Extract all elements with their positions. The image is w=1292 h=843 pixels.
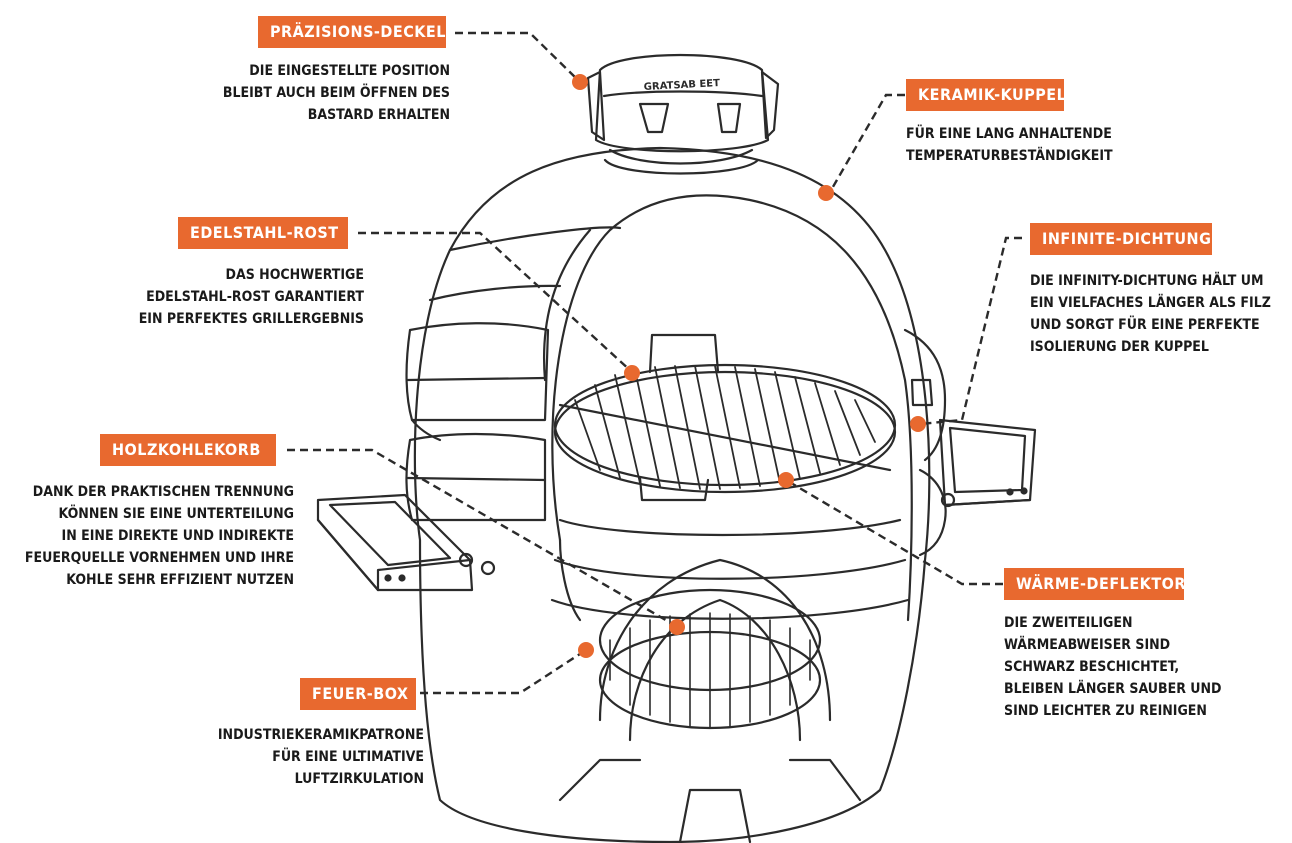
- left-handle: [316, 493, 474, 592]
- grill-body-outline: [413, 146, 931, 843]
- leader-edelstahl-rost: [358, 231, 633, 373]
- marker-feuer-box: [578, 642, 594, 658]
- label-praezisions-deckel: PRÄZISIONS-DECKEL: [258, 16, 446, 48]
- leader-praezisions-deckel: [455, 31, 581, 83]
- band-ring-middle: [405, 432, 547, 522]
- label-keramik-kuppel: KERAMIK-KUPPEL: [906, 79, 1066, 111]
- leader-holzkohlekorb: [287, 448, 677, 628]
- desc-praezisions-deckel: DIE EINGESTELLTE POSITION BLEIBT AUCH BE…: [222, 63, 450, 123]
- marker-holzkohlekorb: [669, 619, 685, 635]
- leader-feuer-box: [420, 648, 587, 695]
- desc-holzkohlekorb: DANK DER PRAKTISCHEN TRENNUNG KÖNNEN SIE…: [24, 484, 294, 588]
- desc-feuer-box: INDUSTRIEKERAMIKPATRONE FÜR EINE ULTIMAT…: [217, 727, 424, 787]
- leader-infinite-dichtung: [919, 236, 1022, 426]
- label-holzkohlekorb: HOLZKOHLEKORB: [100, 434, 276, 466]
- lid-cap: [594, 53, 770, 153]
- band-ring-upper: [405, 322, 550, 422]
- marker-edelstahl-rost: [624, 365, 640, 381]
- marker-infinite-dichtung: [910, 416, 926, 432]
- marker-praezisions-deckel: [572, 74, 588, 90]
- desc-edelstahl-rost: DAS HOCHWERTIGE EDELSTAHL-ROST GARANTIER…: [138, 267, 364, 327]
- desc-waerme-deflektor: DIE ZWEITEILIGEN WÄRMEABWEISER SIND SCHW…: [1004, 615, 1222, 719]
- desc-infinite-dichtung: DIE INFINITY-DICHTUNG HÄLT UM EIN VIELFA…: [1030, 273, 1271, 355]
- desc-keramik-kuppel: FÜR EINE LANG ANHALTENDE TEMPERATURBESTÄ…: [906, 126, 1113, 164]
- lid-emboss-text: GRATSAB EET: [644, 78, 721, 93]
- label-feuer-box: FEUER-BOX: [300, 678, 416, 710]
- leader-keramik-kuppel: [828, 93, 905, 193]
- leader-waerme-deflektor: [785, 478, 1003, 586]
- marker-keramik-kuppel: [818, 185, 834, 201]
- label-waerme-deflektor: WÄRME-DEFLEKTOR: [1004, 568, 1185, 600]
- cutaway-opening: [551, 194, 913, 622]
- label-infinite-dichtung: INFINITE-DICHTUNG: [1030, 223, 1212, 255]
- grate-bars: [574, 365, 876, 490]
- marker-waerme-deflektor: [778, 472, 794, 488]
- label-edelstahl-rost: EDELSTAHL-ROST: [178, 217, 348, 249]
